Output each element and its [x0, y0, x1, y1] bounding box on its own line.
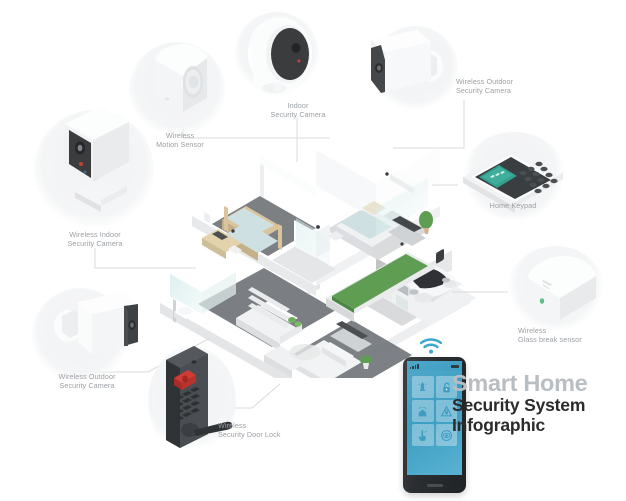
- wifi-icon: [419, 338, 443, 354]
- alarm-siren-icon[interactable]: [412, 376, 434, 398]
- infographic-title: Smart Home Security System Infographic: [452, 371, 624, 435]
- kids-bedroom: [202, 206, 282, 261]
- title-line-1: Smart Home: [452, 370, 588, 396]
- outdoor-camera-left-label: Wireless Outdoor Security Camera: [58, 372, 116, 391]
- wireless-glass-break-sensor[interactable]: [512, 238, 608, 328]
- door-lock-label: Wireless Security Door Lock: [218, 421, 281, 440]
- battery-icon: [451, 364, 459, 368]
- signal-strength-icon: [410, 364, 419, 369]
- house-sensor-dot-4: [400, 242, 404, 246]
- isometric-house-illustration: [160, 146, 476, 378]
- house-sensor-dot-2: [385, 172, 389, 176]
- home-keypad-label: Home Keypad: [489, 201, 537, 210]
- indoor-security-camera-top[interactable]: [238, 8, 324, 100]
- wireless-outdoor-security-camera-left[interactable]: [36, 280, 148, 372]
- title-line-2: Security System: [452, 395, 586, 415]
- house-sensor-dot-3: [231, 229, 235, 233]
- title-line-3: Infographic: [452, 414, 546, 435]
- outdoor-camera-topright-label: Wireless Outdoor Security Camera: [456, 77, 514, 96]
- wireless-security-door-lock[interactable]: [150, 338, 242, 462]
- house-sensor-dot-1: [316, 225, 320, 229]
- app-icon-grid[interactable]: [407, 373, 462, 449]
- touch-hand-icon[interactable]: [412, 424, 434, 446]
- leader-indoor-camera-left: [94, 248, 196, 269]
- phone-status-bar: [407, 361, 462, 371]
- wireless-motion-sensor[interactable]: [137, 32, 221, 132]
- indoor-camera-left-label: Wireless Indoor Security Camera: [67, 230, 123, 249]
- home-signal-icon[interactable]: [412, 400, 434, 422]
- indoor-camera-top-label: Indoor Security Camera: [270, 101, 326, 120]
- glass-break-label: Wireless Glass break sensor: [518, 326, 582, 345]
- motion-eye-icon[interactable]: [435, 424, 457, 446]
- phone-screen[interactable]: [407, 371, 462, 475]
- lower-kitchen: [236, 282, 320, 351]
- roof-garden-hedge: [326, 252, 436, 322]
- leader-outdoor-camera-topright: [393, 100, 465, 149]
- phone-home-button[interactable]: [426, 484, 443, 487]
- wireless-indoor-security-camera[interactable]: [45, 88, 145, 220]
- lower-bathroom: [170, 272, 236, 323]
- smartphone-mockup[interactable]: [403, 357, 466, 493]
- unlock-padlock-icon[interactable]: [435, 376, 457, 398]
- home-keypad[interactable]: [455, 133, 571, 217]
- motion-sensor-label: Wireless Motion Sensor: [156, 131, 204, 150]
- lower-living-room: [264, 321, 372, 378]
- outdoor-security-camera-topright[interactable]: [355, 18, 463, 110]
- shield-alert-icon[interactable]: [435, 400, 457, 422]
